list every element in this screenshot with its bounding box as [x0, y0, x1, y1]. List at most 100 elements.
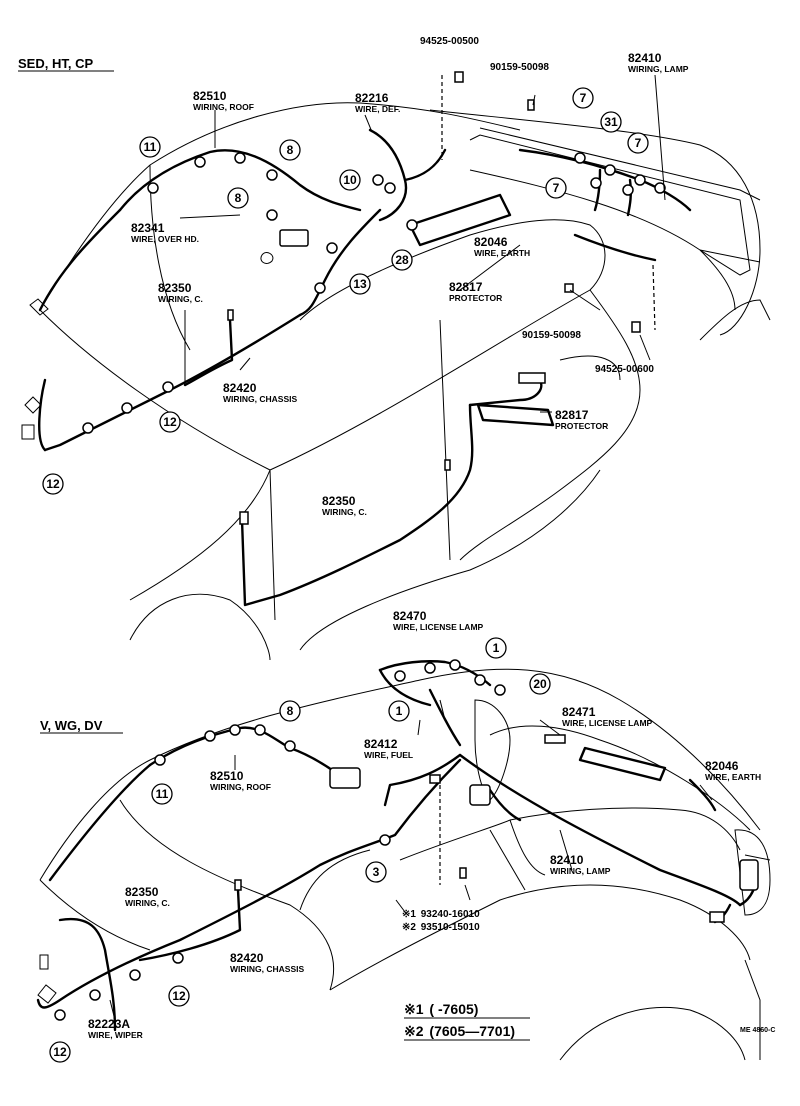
callout: 10: [339, 169, 361, 191]
part-desc: PROTECTOR: [555, 421, 608, 431]
svg-text:7: 7: [580, 91, 587, 105]
footnote-marker: ※2: [404, 1023, 424, 1039]
callout: 8: [227, 187, 249, 209]
part-desc: WIRING, LAMP: [550, 866, 611, 876]
svg-text:※2 (7605—7701): ※2 (7605—7701): [404, 1023, 515, 1039]
note-marker: ※1: [402, 909, 416, 920]
top-labels: SED, HT, CP 82510 WIRING, ROOF 82216 WIR…: [18, 36, 689, 517]
callout: 8: [279, 139, 301, 161]
callout: 12: [159, 411, 181, 433]
part-number: 82420: [223, 381, 257, 395]
footnotes: ※1 ( -7605) ※2 (7605—7701) ME 4860-C: [404, 1001, 775, 1041]
top-wiring: [21, 128, 692, 607]
part-number: 82470: [393, 609, 427, 623]
callout: 12: [42, 473, 64, 495]
svg-text:12: 12: [163, 415, 177, 429]
part-desc: WIRE, OVER HD.: [131, 234, 199, 244]
svg-text:8: 8: [287, 704, 294, 718]
bottom-labels: V, WG, DV 82470 WIRE, LICENSE LAMP 82471…: [40, 609, 761, 1040]
section-label-top: SED, HT, CP: [18, 56, 93, 71]
part-number: 82410: [628, 51, 662, 65]
svg-text:8: 8: [235, 191, 242, 205]
section-label-bottom: V, WG, DV: [40, 718, 103, 733]
callout: 31: [600, 111, 622, 133]
svg-text:3: 3: [373, 865, 380, 879]
callout: 20: [529, 673, 551, 695]
footnote-marker: ※1: [404, 1001, 424, 1017]
part-number: 82510: [210, 769, 244, 783]
svg-text:11: 11: [144, 140, 157, 154]
part-number: 90159-50098: [490, 62, 549, 73]
svg-text:31: 31: [604, 115, 618, 129]
part-desc: WIRE, WIPER: [88, 1030, 143, 1040]
svg-text:20: 20: [533, 677, 547, 691]
part-number: 82223A: [88, 1017, 130, 1031]
part-desc: WIRE, EARTH: [705, 772, 761, 782]
callout: 11: [151, 783, 173, 805]
part-number: 82341: [131, 221, 165, 235]
callout: 11: [139, 136, 161, 158]
svg-text:12: 12: [53, 1045, 67, 1059]
svg-text:1: 1: [396, 704, 403, 718]
part-number: 94525-00600: [595, 364, 654, 375]
part-desc: WIRE, FUEL: [364, 750, 413, 760]
part-number: 82817: [449, 280, 483, 294]
part-number: 82412: [364, 737, 398, 751]
part-number: 82046: [705, 759, 739, 773]
svg-text:11: 11: [156, 787, 169, 801]
part-desc: WIRING, C.: [125, 898, 170, 908]
svg-text:7: 7: [635, 136, 642, 150]
callout: 12: [168, 985, 190, 1007]
svg-text:1: 1: [493, 641, 500, 655]
callout: 8: [279, 700, 301, 722]
part-number: 82410: [550, 853, 584, 867]
svg-text:※2 93510-15010: ※2 93510-15010: [402, 922, 480, 933]
svg-text:7: 7: [553, 181, 560, 195]
part-number: 82420: [230, 951, 264, 965]
part-number: 82471: [562, 705, 596, 719]
note-part: 93240-16010: [421, 909, 480, 920]
callout: 3: [365, 861, 387, 883]
part-desc: WIRING, LAMP: [628, 64, 689, 74]
bottom-connectors: [54, 659, 759, 1021]
svg-text:12: 12: [46, 477, 60, 491]
part-desc: WIRING, C.: [322, 507, 367, 517]
top-connectors: [82, 71, 666, 525]
callout: 1: [388, 700, 410, 722]
bottom-leaders: [109, 699, 713, 1021]
part-desc: WIRE, EARTH: [474, 248, 530, 258]
callout: 7: [572, 87, 594, 109]
part-number: 82817: [555, 408, 589, 422]
part-desc: WIRE, LICENSE LAMP: [393, 622, 484, 632]
svg-text:10: 10: [343, 173, 357, 187]
part-number: 82216: [355, 91, 389, 105]
part-number: 82046: [474, 235, 508, 249]
part-number: 82350: [125, 885, 159, 899]
note-part: 93510-15010: [421, 922, 480, 933]
part-desc: WIRING, C.: [158, 294, 203, 304]
footnote-range: ( -7605): [429, 1001, 478, 1017]
svg-text:8: 8: [287, 143, 294, 157]
part-number: 82350: [158, 281, 192, 295]
svg-text:12: 12: [172, 989, 186, 1003]
svg-text:28: 28: [395, 253, 409, 267]
part-desc: WIRING, CHASSIS: [223, 394, 297, 404]
figure-code: ME 4860-C: [740, 1027, 775, 1034]
svg-text:※1 ( -7605): ※1 ( -7605): [404, 1001, 478, 1017]
part-number: 82350: [322, 494, 356, 508]
callout: 7: [627, 132, 649, 154]
part-desc: WIRE, DEF.: [355, 104, 400, 114]
callout: 1: [485, 637, 507, 659]
callout: 7: [545, 177, 567, 199]
part-desc: WIRING, ROOF: [193, 102, 254, 112]
part-number: 94525-00500: [420, 36, 479, 47]
part-desc: WIRE, LICENSE LAMP: [562, 718, 653, 728]
svg-text:※1 93240-16010: ※1 93240-16010: [402, 909, 480, 920]
part-number: 82510: [193, 89, 227, 103]
svg-text:13: 13: [353, 277, 367, 291]
callout: 13: [349, 273, 371, 295]
bottom-callouts: 1 1 20 8 11 3 12 12: [49, 637, 551, 1063]
part-number: 90159-50098: [522, 330, 581, 341]
top-callouts: 11 8 8 10 28 13 12 12 7 31 7 7: [42, 87, 649, 495]
